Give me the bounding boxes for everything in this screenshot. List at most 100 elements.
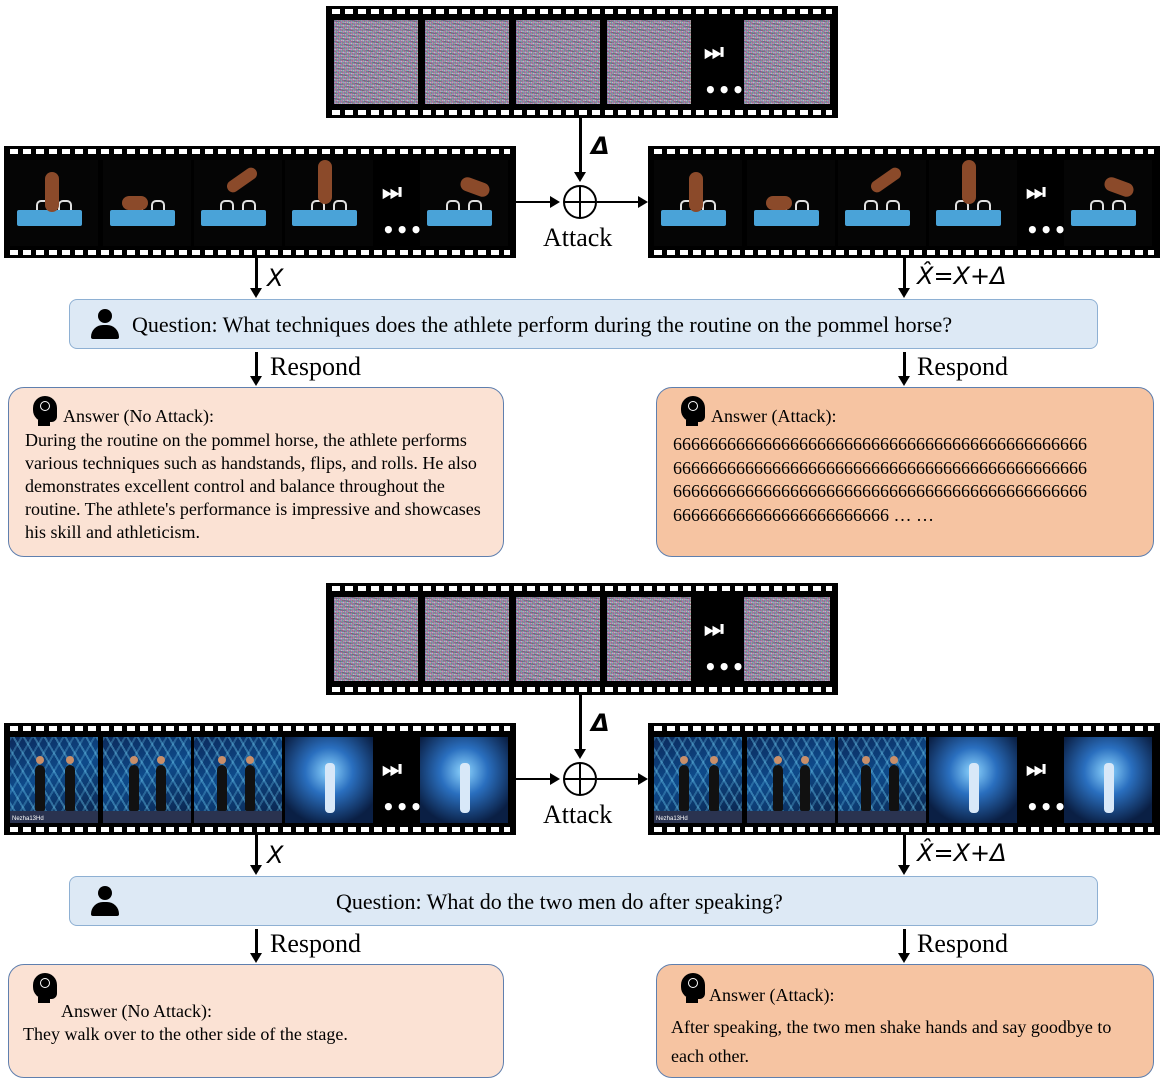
- ellipsis-icon: •••: [704, 655, 746, 679]
- add-operator-icon: [563, 762, 597, 796]
- video-frame: [420, 737, 508, 823]
- output-arrow: [597, 778, 639, 780]
- input-arrow: [516, 201, 552, 203]
- x-label: X: [267, 264, 284, 292]
- answer-title: Answer (No Attack):: [61, 1001, 212, 1021]
- attack-label: Attack: [543, 800, 613, 829]
- noise-frame: [334, 20, 418, 104]
- respond-arrow: [255, 929, 258, 955]
- output-arrow: [597, 201, 639, 203]
- answer-no-attack-box: Answer (No Attack): During the routine o…: [8, 387, 504, 557]
- thinking-head-icon: [33, 396, 59, 426]
- video-frame: [1064, 160, 1152, 246]
- video-frame: [747, 160, 835, 246]
- video-frame: [654, 160, 742, 246]
- respond-arrowhead: [250, 376, 262, 386]
- delta-arrow: [579, 695, 582, 753]
- clean-video-film-strip: Nezha13Hd ⏭ •••: [4, 723, 516, 835]
- fast-forward-icon: ⏭: [1026, 180, 1046, 205]
- video-frame: [285, 160, 373, 246]
- attacked-video-film-strip: Nezha13Hd ⏭ •••: [648, 723, 1160, 835]
- clean-video-film-strip: ⏭ •••: [4, 146, 516, 258]
- question-box: Question: What do the two men do after s…: [69, 876, 1098, 926]
- user-icon: [90, 886, 120, 916]
- fast-forward-icon: ⏭: [382, 180, 402, 205]
- video-frame: [838, 160, 926, 246]
- answer-text: After speaking, the two men shake hands …: [671, 1017, 1112, 1066]
- question-text: Question: What do the two men do after s…: [336, 889, 783, 914]
- video-frame: Nezha13Hd: [654, 737, 742, 823]
- video-frame: [285, 737, 373, 823]
- answer-no-attack-box: Answer (No Attack): They walk over to th…: [8, 964, 504, 1078]
- video-frame: [929, 737, 1017, 823]
- user-icon: [90, 309, 120, 339]
- output-arrowhead: [638, 773, 648, 785]
- xhat-label: X̂=X+Δ: [917, 262, 1007, 290]
- answer-attack-box: Answer (Attack): 66666666666666666666666…: [656, 387, 1154, 557]
- answer-line: 666666666666666666666666 … …: [673, 504, 934, 525]
- noise-frame: [744, 597, 830, 681]
- answer-attack-box: Answer (Attack): After speaking, the two…: [656, 964, 1154, 1078]
- answer-line: 6666666666666666666666666666666666666666…: [673, 457, 1087, 478]
- respond-label: Respond: [917, 929, 1008, 958]
- ellipsis-icon: •••: [1026, 795, 1068, 819]
- xhat-label: X̂=X+Δ: [917, 839, 1007, 867]
- x-arrowhead: [250, 865, 262, 875]
- respond-arrow: [903, 352, 906, 378]
- output-arrowhead: [638, 196, 648, 208]
- thinking-head-icon: [681, 396, 707, 426]
- delta-arrow: [579, 118, 582, 176]
- noise-frame: [607, 597, 691, 681]
- x-label: X: [267, 841, 284, 869]
- video-frame: [747, 737, 835, 823]
- xhat-arrowhead: [898, 288, 910, 298]
- xhat-arrowhead: [898, 865, 910, 875]
- fast-forward-icon: ⏭: [1026, 757, 1046, 782]
- video-frame: [194, 737, 282, 823]
- respond-arrowhead: [250, 953, 262, 963]
- video-frame: [103, 160, 191, 246]
- answer-title: Answer (Attack):: [709, 985, 835, 1005]
- x-arrow: [255, 258, 258, 290]
- respond-label: Respond: [917, 352, 1008, 381]
- fast-forward-icon: ⏭: [704, 617, 724, 642]
- respond-label: Respond: [270, 929, 361, 958]
- respond-label: Respond: [270, 352, 361, 381]
- delta-arrowhead: [574, 172, 586, 182]
- video-frame: [420, 160, 508, 246]
- delta-label: Δ: [591, 709, 610, 737]
- ellipsis-icon: •••: [1026, 218, 1068, 242]
- noise-frame: [334, 597, 418, 681]
- video-frame: [194, 160, 282, 246]
- input-arrowhead: [550, 773, 560, 785]
- attacked-video-film-strip: ⏭ •••: [648, 146, 1160, 258]
- noise-frame: [516, 20, 600, 104]
- fast-forward-icon: ⏭: [704, 40, 724, 65]
- thinking-head-icon: [681, 973, 707, 1003]
- input-arrowhead: [550, 196, 560, 208]
- x-arrow: [255, 835, 258, 867]
- noise-frame: [425, 20, 509, 104]
- answer-line: 6666666666666666666666666666666666666666…: [673, 434, 1087, 454]
- answer-title: Answer (No Attack):: [63, 406, 214, 426]
- perturbation-film-strip: ⏭ •••: [326, 6, 838, 118]
- answer-text: They walk over to the other side of the …: [23, 1024, 348, 1044]
- question-box: Question: What techniques does the athle…: [69, 299, 1098, 349]
- ellipsis-icon: •••: [382, 218, 424, 242]
- delta-label: Δ: [591, 132, 610, 160]
- noise-frame: [744, 20, 830, 104]
- ellipsis-icon: •••: [382, 795, 424, 819]
- respond-arrowhead: [898, 953, 910, 963]
- video-frame: Nezha13Hd: [10, 737, 98, 823]
- answer-line: 6666666666666666666666666666666666666666…: [673, 481, 1087, 501]
- noise-frame: [516, 597, 600, 681]
- respond-arrowhead: [898, 376, 910, 386]
- question-text: Question: What techniques does the athle…: [132, 312, 953, 337]
- noise-frame: [607, 20, 691, 104]
- perturbation-film-strip: ⏭ •••: [326, 583, 838, 695]
- video-frame: [838, 737, 926, 823]
- attack-label: Attack: [543, 223, 613, 252]
- answer-text: 6666666666666666666666666666666666666666…: [673, 433, 1147, 527]
- input-arrow: [516, 778, 552, 780]
- answer-text: During the routine on the pommel horse, …: [25, 430, 481, 542]
